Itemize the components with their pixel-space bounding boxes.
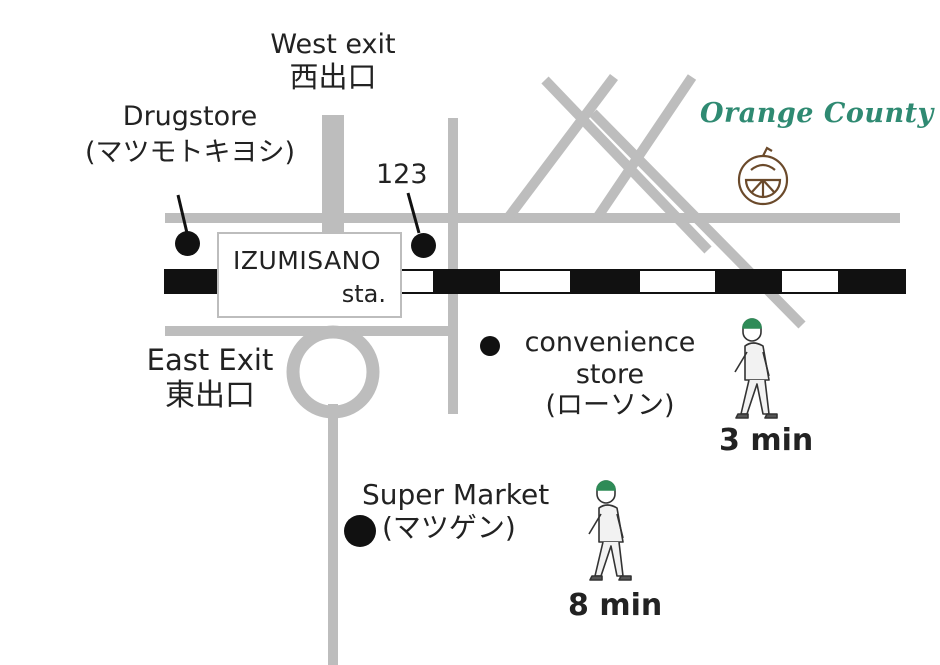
drugstore-en: Drugstore bbox=[122, 101, 258, 132]
road-diag-a bbox=[504, 73, 618, 222]
east-exit-en: East Exit bbox=[146, 343, 274, 377]
shop-123-label: 123 bbox=[376, 159, 428, 190]
drugstore-jp: (マツモトキヨシ) bbox=[84, 136, 296, 168]
road-diag-c bbox=[541, 76, 712, 254]
convenience-store-label: convenience store (ローソン) bbox=[505, 328, 715, 421]
east-exit-label: East Exit 東出口 bbox=[130, 343, 290, 413]
convenience-jp: (ローソン) bbox=[545, 390, 675, 422]
drugstore-marker bbox=[175, 231, 200, 256]
road-diag-b bbox=[592, 74, 697, 221]
convenience-store-marker bbox=[480, 336, 500, 356]
supermarket-marker bbox=[344, 515, 376, 547]
west-exit-label: West exit 西出口 bbox=[258, 30, 408, 94]
orange-slice-icon bbox=[737, 146, 789, 206]
walker-icon-near bbox=[734, 318, 778, 419]
convenience-en-1: convenience bbox=[524, 327, 696, 358]
brand-name: Orange County bbox=[700, 98, 934, 129]
supermarket-jp: (マツゲン) bbox=[382, 510, 516, 544]
supermarket-en: Super Market bbox=[362, 478, 550, 511]
walk-time-near: 3 min bbox=[719, 423, 814, 458]
convenience-en-2: store bbox=[575, 358, 645, 390]
walk-time-far: 8 min bbox=[568, 588, 663, 623]
izumisano-station: IZUMISANO sta. bbox=[217, 232, 402, 318]
roundabout bbox=[286, 325, 380, 419]
west-exit-jp: 西出口 bbox=[289, 59, 377, 94]
walker-icon-far bbox=[588, 480, 632, 581]
shop-123-marker bbox=[411, 233, 436, 258]
supermarket-label: Super Market (マツゲン) bbox=[362, 478, 550, 544]
west-exit-en: West exit bbox=[270, 29, 396, 60]
station-name: IZUMISANO bbox=[233, 246, 382, 275]
station-suffix: sta. bbox=[341, 280, 386, 308]
drugstore-label: Drugstore (マツモトキヨシ) bbox=[60, 102, 320, 167]
east-exit-jp: 東出口 bbox=[165, 377, 255, 413]
